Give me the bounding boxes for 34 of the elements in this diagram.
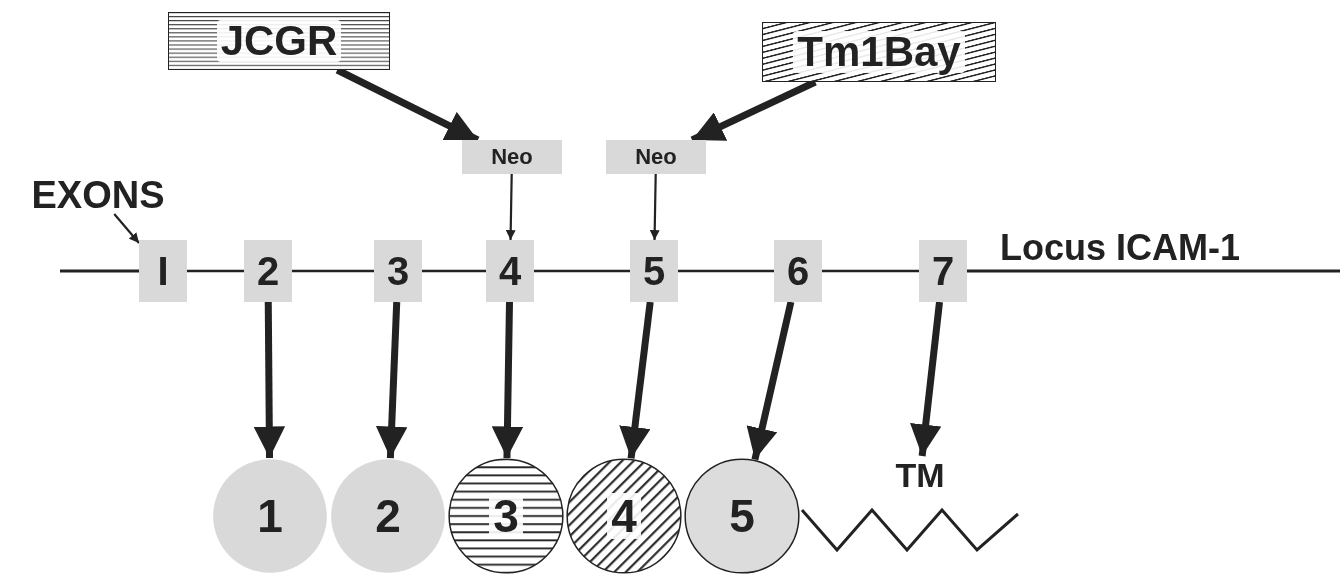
arrow — [619, 301, 654, 459]
exon-box: 7 — [919, 240, 967, 302]
neo-box: Neo — [606, 140, 706, 174]
arrow — [649, 174, 660, 240]
locus-line — [292, 269, 374, 273]
arrow — [253, 301, 285, 459]
striped-label-box: JCGR — [168, 12, 390, 70]
exon-box: I — [139, 240, 187, 302]
domain-circle: 2 — [330, 458, 446, 574]
hatched-domain-circle: 4 — [566, 458, 682, 574]
arrow — [113, 213, 140, 244]
exon-box: 5 — [630, 240, 678, 302]
locus-line — [822, 269, 919, 273]
locus-line — [187, 269, 244, 273]
locus-line — [534, 269, 630, 273]
exon-box: 6 — [774, 240, 822, 302]
domain-circle: 1 — [212, 458, 328, 574]
striped-domain-circle: 3 — [448, 458, 564, 574]
arrow — [491, 301, 524, 459]
exon-box: 2 — [244, 240, 292, 302]
tm-label: TM — [876, 452, 964, 498]
locus-label: Locus ICAM-1 — [1000, 230, 1240, 266]
neo-box: Neo — [462, 140, 562, 174]
locus-line — [422, 269, 486, 273]
arrow — [375, 301, 408, 459]
arrow — [505, 174, 516, 240]
exon-box: 4 — [486, 240, 534, 302]
hatched-label-box: Tm1Bay — [762, 22, 996, 82]
locus-line — [678, 269, 774, 273]
domain-circle: 5 — [684, 458, 800, 574]
exons-label: EXONS — [6, 172, 190, 218]
arrow — [746, 301, 795, 461]
exon-box: 3 — [374, 240, 422, 302]
arrow — [910, 301, 943, 457]
